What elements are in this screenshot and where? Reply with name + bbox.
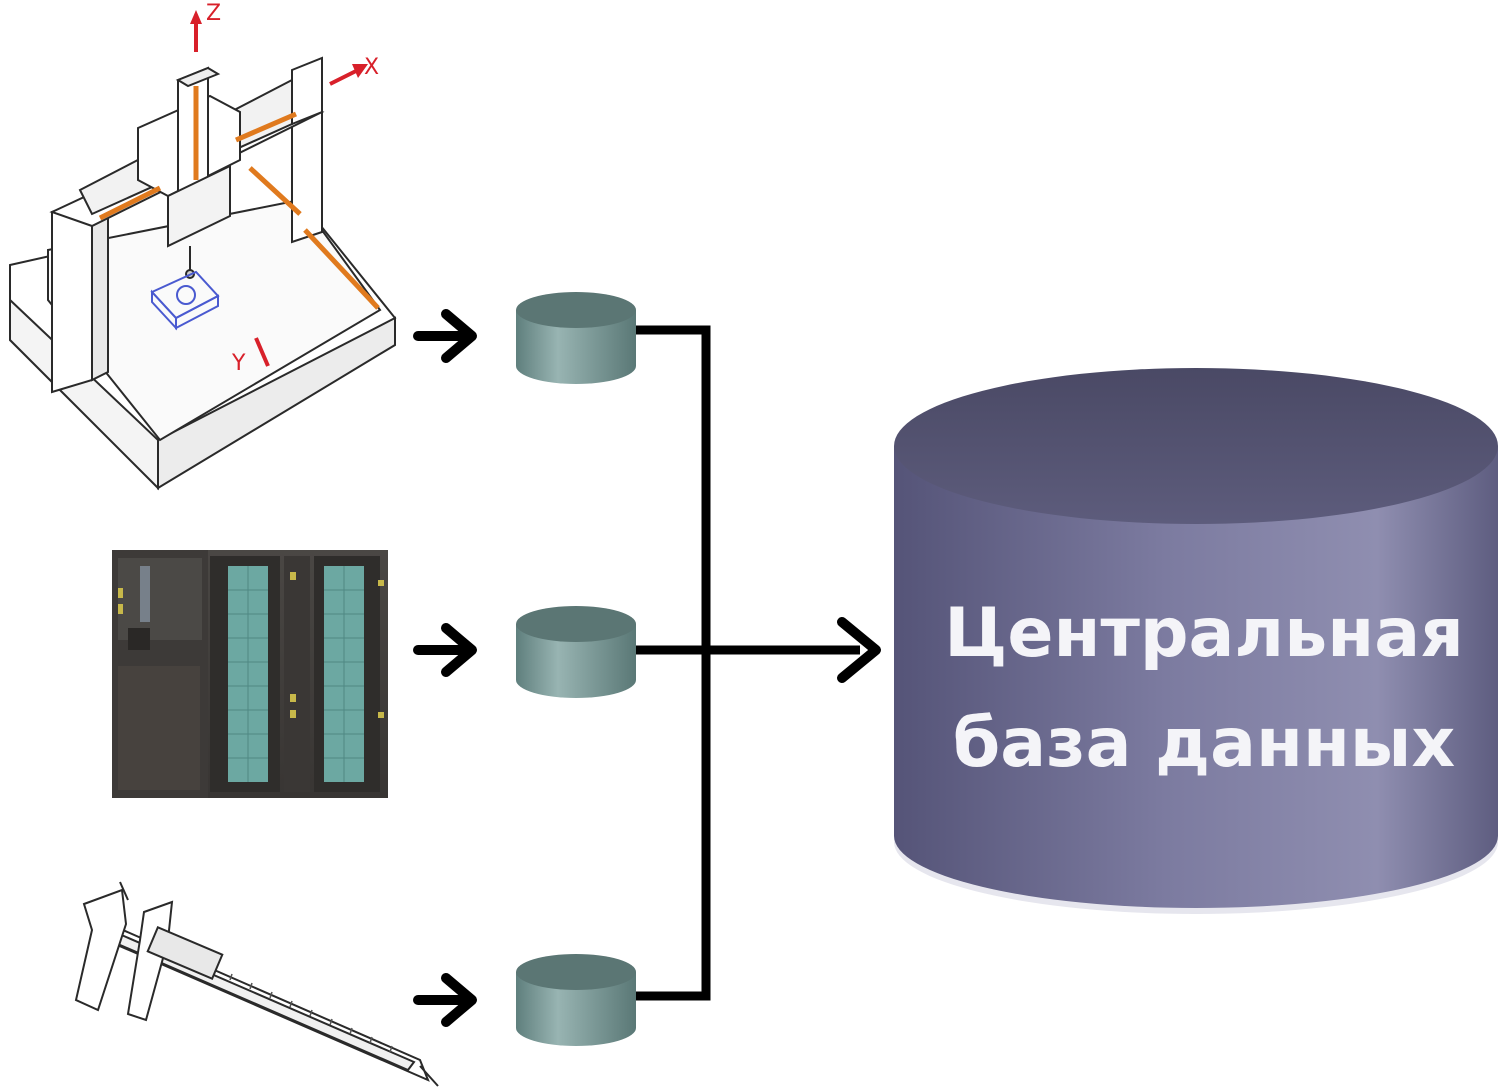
x-axis-label: X <box>364 55 379 80</box>
input-arrows <box>413 309 477 1027</box>
local-database-node <box>516 292 636 384</box>
coordinate-measuring-machine-icon: Z X Y <box>9 1 397 491</box>
arrow-right-icon <box>413 973 477 1027</box>
central-database: Центральная база данных <box>894 368 1498 914</box>
database-title-line-2: база данных <box>953 704 1456 783</box>
local-database-node <box>516 954 636 1046</box>
connector-lines <box>636 325 881 1001</box>
plc-controller-icon <box>112 550 388 798</box>
y-axis-label: Y <box>231 351 246 376</box>
arrow-right-icon <box>413 623 477 677</box>
database-title-line-1: Центральная <box>944 594 1464 673</box>
caliper-icon <box>74 881 439 1087</box>
arrow-right-icon <box>413 309 477 363</box>
local-database-node <box>516 606 636 698</box>
z-axis-label: Z <box>206 1 221 26</box>
